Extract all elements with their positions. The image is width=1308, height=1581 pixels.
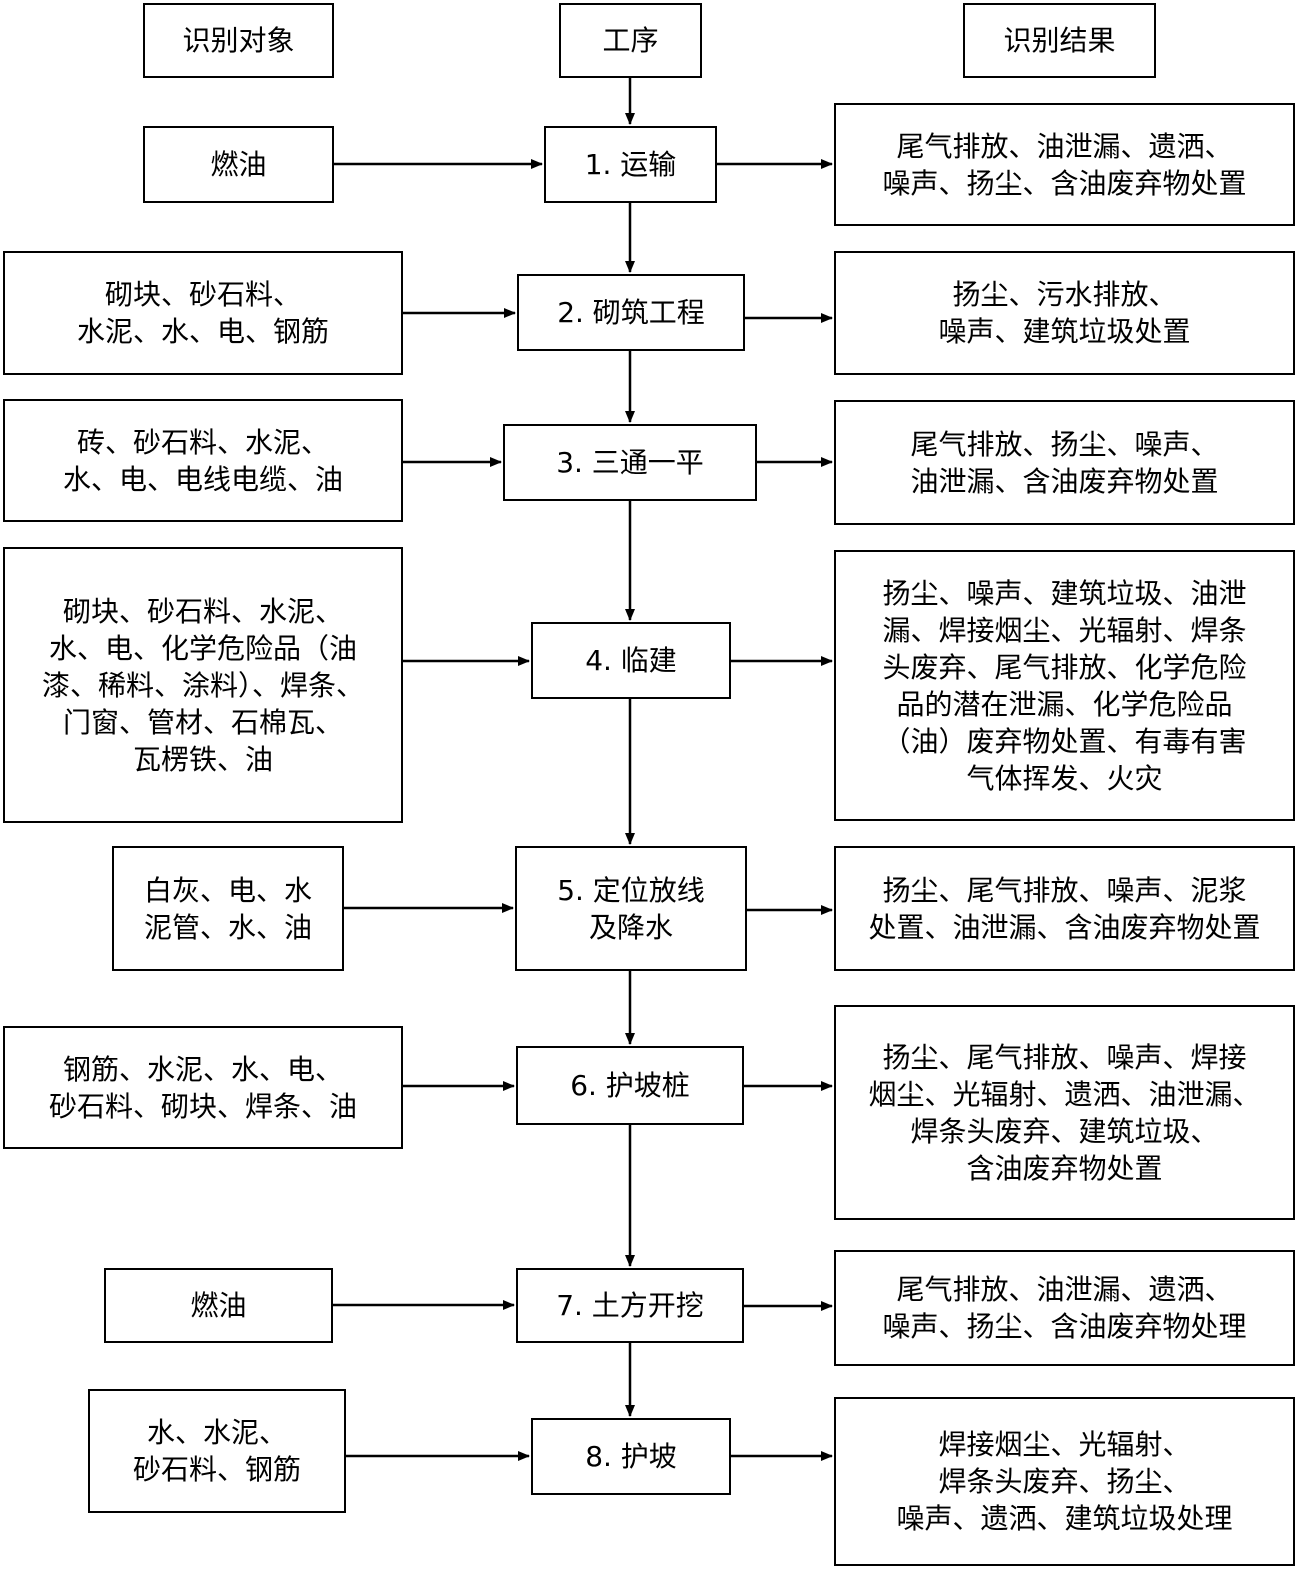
result-line: 焊接烟尘、光辐射、: [938, 1428, 1191, 1461]
input-line: 水、电、电线电缆、油: [62, 462, 343, 496]
result-box: 扬尘、噪声、建筑垃圾、油泄 漏、焊接烟尘、光辐射、焊条 头废弃、尾气排放、化学危…: [834, 550, 1295, 821]
process-line: 2. 砌筑工程: [557, 296, 705, 329]
input-line: 钢筋、水泥、水、电、: [62, 1052, 343, 1086]
result-line: 焊条头废弃、建筑垃圾、: [910, 1114, 1219, 1148]
result-line: 气体挥发、火灾: [966, 761, 1163, 795]
header-process-label: 工序: [602, 24, 659, 57]
result-line: 油泄漏、含油废弃物处置: [910, 464, 1219, 498]
result-line: 尾气排放、油泄漏、遗洒、: [896, 129, 1233, 163]
result-line: 噪声、遗洒、建筑垃圾处理: [896, 1502, 1233, 1535]
process-box: 6. 护坡桩: [516, 1046, 744, 1125]
process-line: 6. 护坡桩: [570, 1069, 690, 1102]
input-line: 泥管、水、油: [143, 910, 312, 944]
result-line: 头废弃、尾气排放、化学危险: [882, 650, 1247, 684]
result-line: 处置、油泄漏、含油废弃物处置: [868, 910, 1261, 944]
process-box: 1. 运输: [544, 126, 717, 203]
result-box: 尾气排放、扬尘、噪声、 油泄漏、含油废弃物处置: [834, 400, 1295, 525]
input-box: 白灰、电、水 泥管、水、油: [112, 846, 344, 971]
process-line: 及降水: [588, 910, 673, 944]
result-line: 扬尘、尾气排放、噪声、泥浆: [882, 873, 1247, 907]
input-line: 砖、砂石料、水泥、: [76, 425, 329, 459]
input-line: 漆、稀料、涂料）、焊条、: [41, 668, 364, 702]
input-line: 燃油: [190, 1289, 247, 1322]
process-line: 5. 定位放线: [557, 873, 705, 907]
result-box: 尾气排放、油泄漏、遗洒、 噪声、扬尘、含油废弃物处理: [834, 1250, 1295, 1366]
result-line: 尾气排放、油泄漏、遗洒、: [896, 1273, 1233, 1306]
header-output-label: 识别结果: [1003, 24, 1116, 57]
process-line: 8. 护坡: [585, 1440, 677, 1473]
result-box: 扬尘、尾气排放、噪声、焊接 烟尘、光辐射、遗洒、油泄漏、 焊条头废弃、建筑垃圾、…: [834, 1005, 1295, 1220]
result-line: 噪声、建筑垃圾处置: [938, 315, 1191, 348]
input-box: 燃油: [143, 126, 334, 203]
process-line: 4. 临建: [585, 644, 677, 677]
result-line: 漏、焊接烟尘、光辐射、焊条: [882, 613, 1247, 647]
result-line: 焊条头废弃、扬尘、: [938, 1465, 1191, 1498]
input-line: 瓦楞铁、油: [132, 742, 273, 776]
process-box: 3. 三通一平: [503, 424, 757, 501]
result-line: 噪声、扬尘、含油废弃物处置: [882, 166, 1247, 200]
input-box: 砌块、砂石料、 水泥、水、电、钢筋: [3, 251, 403, 375]
input-box: 钢筋、水泥、水、电、 砂石料、砌块、焊条、油: [3, 1026, 403, 1149]
process-box: 4. 临建: [531, 622, 731, 699]
input-line: 燃油: [210, 148, 267, 181]
result-line: 品的潜在泄漏、化学危险品: [896, 687, 1233, 721]
result-line: 扬尘、噪声、建筑垃圾、油泄: [882, 576, 1247, 610]
header-process: 工序: [559, 3, 702, 78]
result-line: 含油废弃物处置: [966, 1151, 1163, 1185]
process-line: 3. 三通一平: [556, 446, 704, 479]
input-line: 砂石料、钢筋: [132, 1453, 301, 1486]
input-line: 水、电、化学危险品（油: [48, 631, 357, 665]
input-box: 砖、砂石料、水泥、 水、电、电线电缆、油: [3, 399, 403, 522]
process-line: 1. 运输: [584, 148, 677, 181]
result-line: 烟尘、光辐射、遗洒、油泄漏、: [868, 1077, 1261, 1111]
input-line: 砌块、砂石料、水泥、: [62, 594, 343, 628]
input-line: 水、水泥、: [146, 1416, 287, 1449]
result-line: 扬尘、污水排放、: [952, 278, 1177, 311]
result-box: 扬尘、尾气排放、噪声、泥浆 处置、油泄漏、含油废弃物处置: [834, 846, 1295, 971]
process-box: 2. 砌筑工程: [517, 274, 745, 351]
result-box: 扬尘、污水排放、 噪声、建筑垃圾处置: [834, 251, 1295, 375]
header-input-label: 识别对象: [182, 24, 295, 57]
input-line: 砌块、砂石料、: [104, 278, 301, 311]
result-line: 扬尘、尾气排放、噪声、焊接: [882, 1040, 1247, 1074]
process-box: 7. 土方开挖: [516, 1268, 744, 1343]
result-line: 尾气排放、扬尘、噪声、: [910, 427, 1219, 461]
input-box: 燃油: [104, 1268, 333, 1343]
result-line: （油）废弃物处置、有毒有害: [882, 724, 1247, 758]
result-line: 噪声、扬尘、含油废弃物处理: [882, 1310, 1247, 1343]
process-line: 7. 土方开挖: [556, 1289, 704, 1322]
result-box: 焊接烟尘、光辐射、 焊条头废弃、扬尘、 噪声、遗洒、建筑垃圾处理: [834, 1397, 1295, 1566]
input-line: 砂石料、砌块、焊条、油: [48, 1089, 357, 1123]
header-input: 识别对象: [143, 3, 334, 78]
process-box: 8. 护坡: [531, 1418, 731, 1495]
input-box: 砌块、砂石料、水泥、 水、电、化学危险品（油 漆、稀料、涂料）、焊条、 门窗、管…: [3, 547, 403, 823]
result-box: 尾气排放、油泄漏、遗洒、 噪声、扬尘、含油废弃物处置: [834, 103, 1295, 226]
input-box: 水、水泥、 砂石料、钢筋: [88, 1389, 346, 1513]
input-line: 门窗、管材、石棉瓦、: [62, 705, 343, 739]
process-box: 5. 定位放线 及降水: [515, 846, 747, 971]
input-line: 白灰、电、水: [143, 873, 312, 907]
header-output: 识别结果: [963, 3, 1156, 78]
input-line: 水泥、水、电、钢筋: [76, 315, 329, 348]
